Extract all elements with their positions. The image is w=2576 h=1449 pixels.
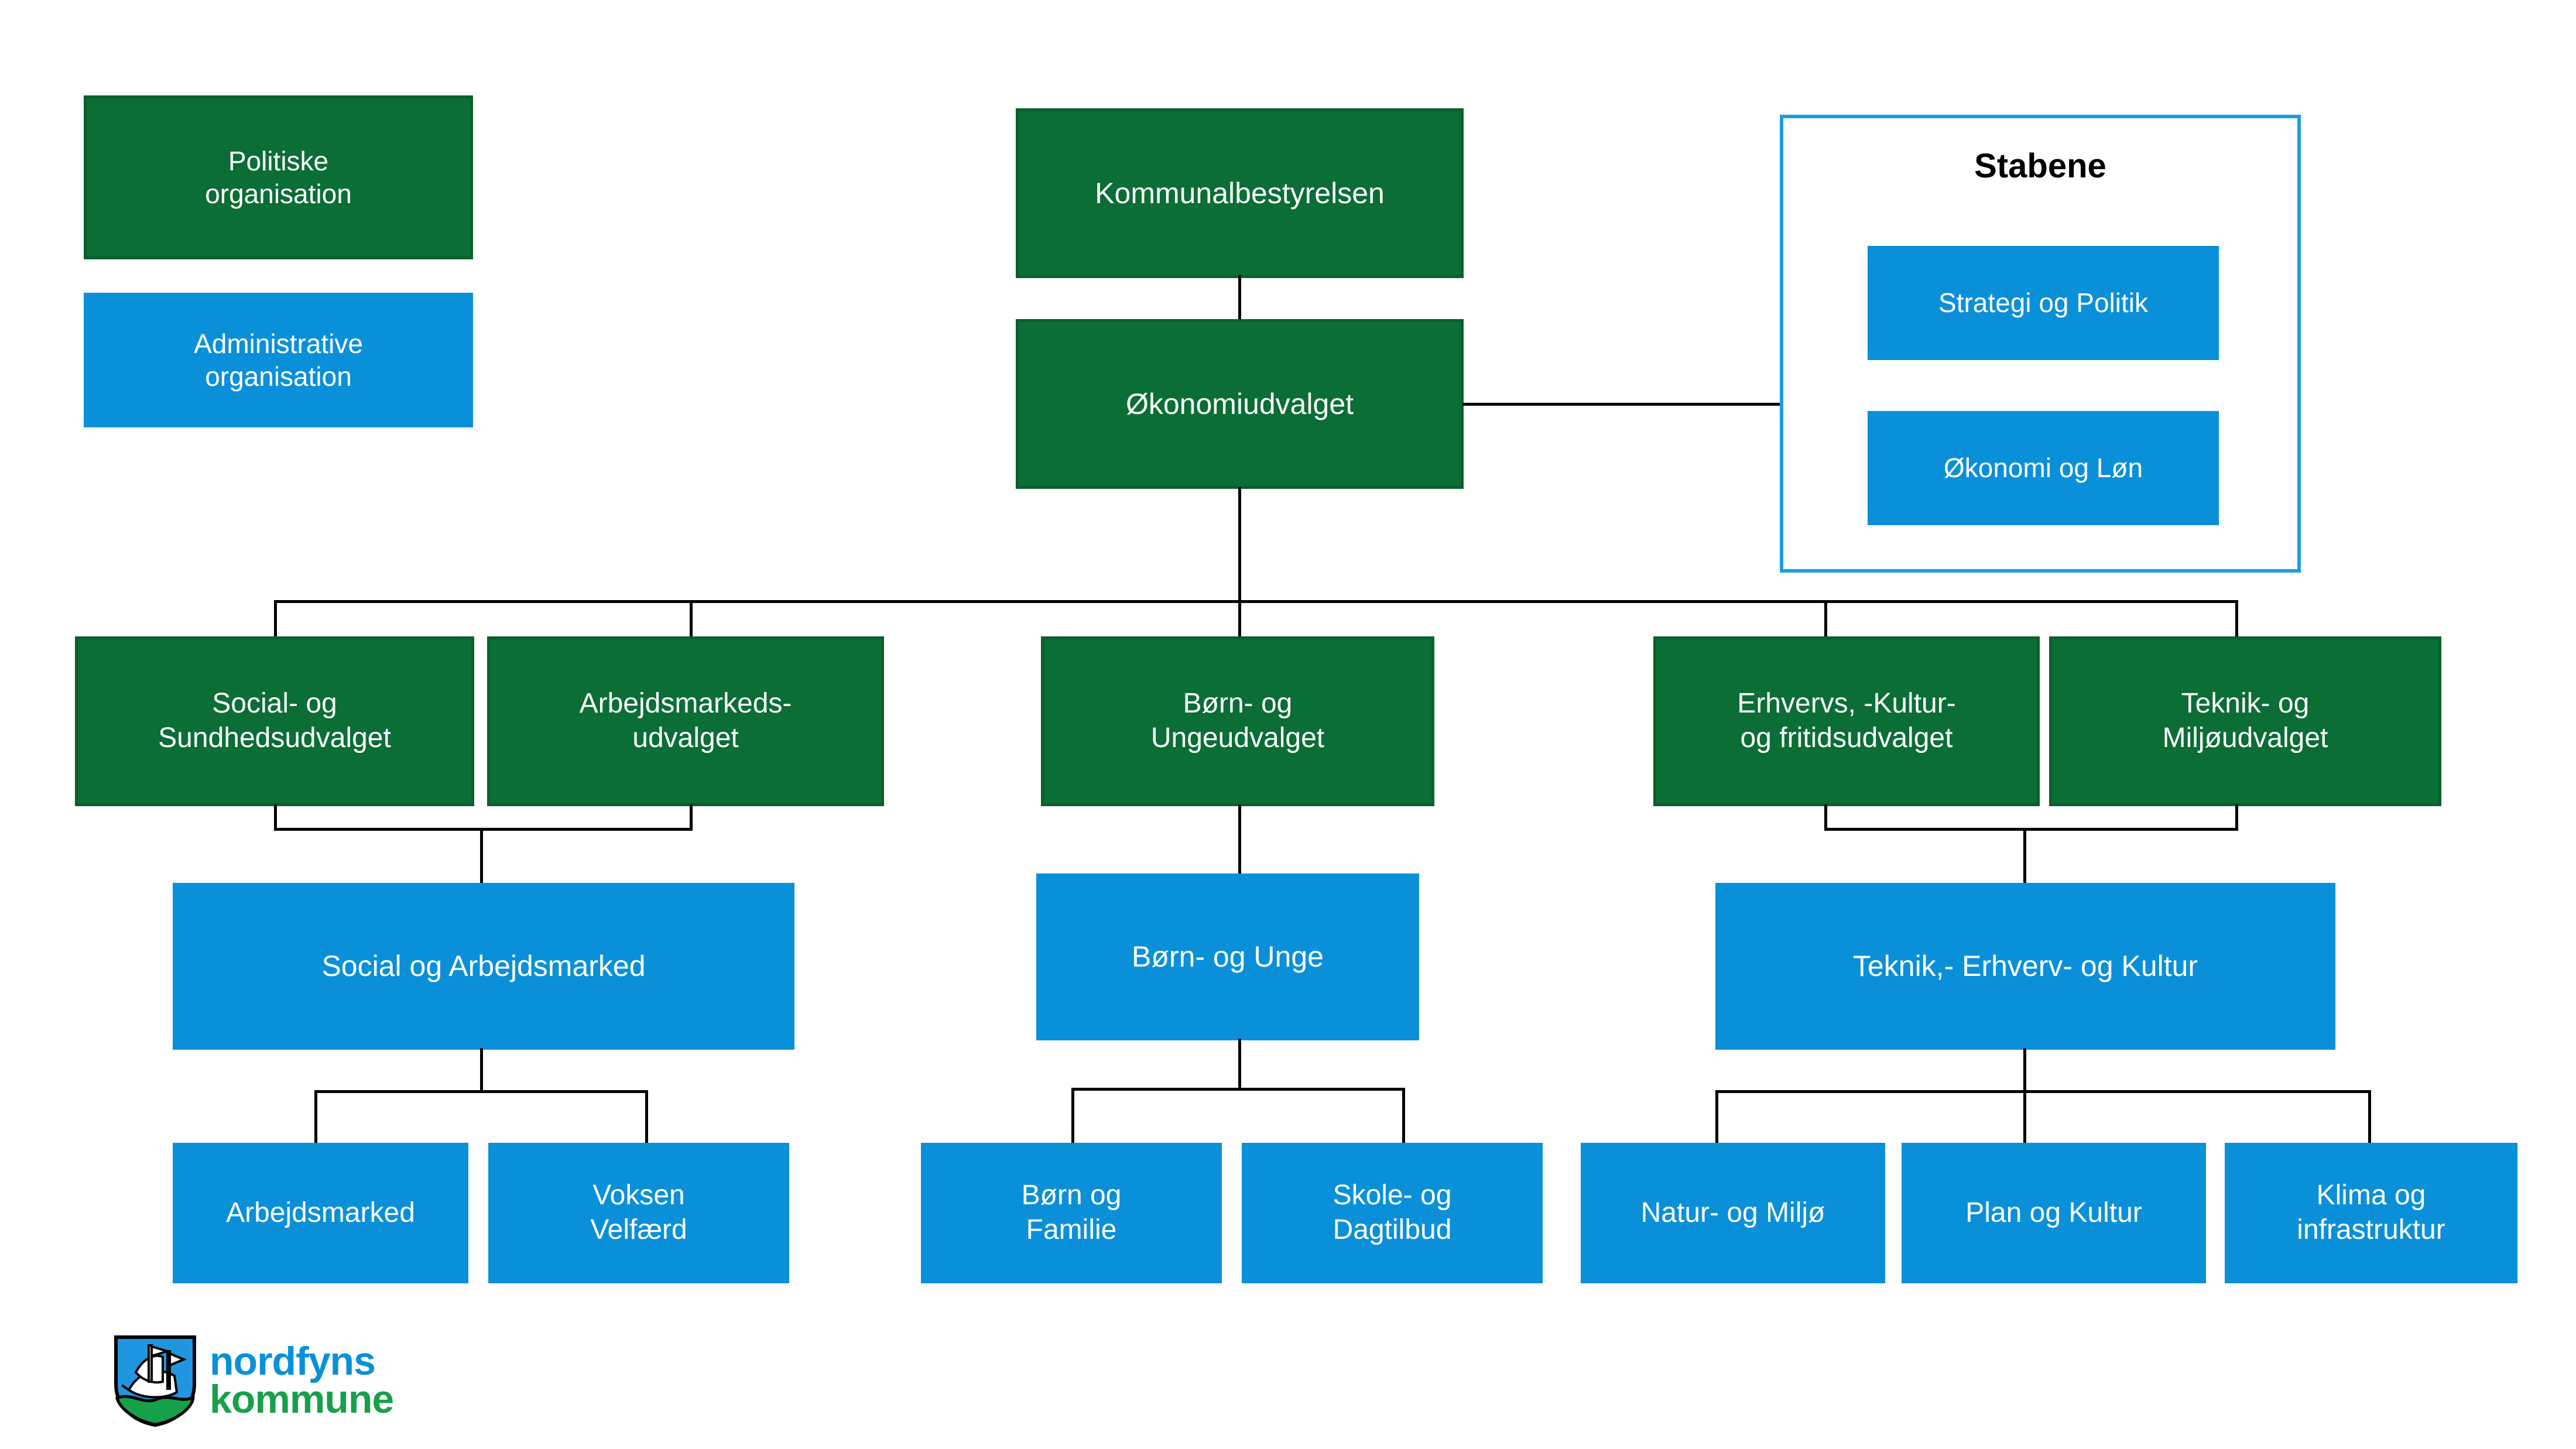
node-born-og-familie[interactable]: Børn og Familie [921,1143,1222,1283]
connector-born-directorate-down [1238,1039,1241,1090]
node-arbejdsmarked[interactable]: Arbejdsmarked [173,1143,468,1283]
node-okonomi-og-lon[interactable]: Økonomi og Løn [1868,411,2219,525]
connector-finance-to-staff [1462,403,1783,406]
merge-bar-social-arbejdsmarked [274,828,693,831]
node-strategi-og-politik[interactable]: Strategi og Politik [1868,246,2219,360]
node-voksen-velfaerd[interactable]: Voksen Velfærd [488,1143,789,1283]
connector-teknik-directorate-down [2023,1048,2026,1093]
node-natur-og-miljo[interactable]: Natur- og Miljø [1581,1143,1885,1283]
connector-arbejdsmarked-down [690,804,693,830]
legend-political-box: Politiske organisation [84,95,473,259]
connector-to-arbejdsmarked-dept [314,1090,317,1146]
connector-to-klima-infrastruktur-dept [2368,1090,2371,1146]
connector-born-to-directorate [1238,804,1241,886]
connector-to-plan-kultur-dept [2023,1090,2026,1146]
connector-to-teknik-directorate [2023,828,2026,886]
connector-teknik-down [2235,804,2238,830]
connector-social-down [274,804,277,830]
logo-text-nordfyns: nordfyns [210,1338,376,1383]
node-skole-og-dagtilbud[interactable]: Skole- og Dagtilbud [1242,1143,1543,1283]
connector-erhverv-down [1824,804,1827,830]
connector-bus-to-born [1238,600,1241,650]
committee-distribution-bus [274,600,2238,603]
node-kommunalbestyrelsen[interactable]: Kommunalbestyrelsen [1016,108,1464,278]
node-social-og-sundhedsudvalget[interactable]: Social- og Sundhedsudvalget [75,636,474,806]
connector-to-natur-miljo-dept [1715,1090,1718,1146]
connector-council-to-finance [1238,275,1241,322]
node-born-og-ungeudvalget[interactable]: Børn- og Ungeudvalget [1041,636,1434,806]
legend-administrative-box: Administrative organisation [84,293,473,427]
split-bar-born-departments [1071,1088,1405,1091]
node-teknik-erhverv-og-kultur[interactable]: Teknik,- Erhverv- og Kultur [1715,883,2335,1050]
staff-panel-title: Stabene [1974,147,2106,185]
node-klima-og-infrastruktur[interactable]: Klima og infrastruktur [2225,1143,2517,1283]
coat-of-arms-icon [114,1335,196,1427]
connector-to-voksen-velfaerd-dept [645,1090,648,1146]
split-bar-social-departments [314,1090,648,1093]
connector-bus-to-erhverv [1824,600,1827,650]
node-erhvervs-kultur-fritidsudvalget[interactable]: Erhvervs, -Kultur- og fritidsudvalget [1653,636,2040,806]
node-social-og-arbejdsmarked[interactable]: Social og Arbejdsmarked [173,883,794,1050]
node-arbejdsmarkedsudvalget[interactable]: Arbejdsmarkeds- udvalget [487,636,884,806]
node-born-og-unge[interactable]: Børn- og Unge [1036,873,1419,1040]
connector-bus-to-social [274,600,277,650]
split-bar-teknik-departments [1715,1090,2371,1093]
node-okonomiudvalget[interactable]: Økonomiudvalget [1016,319,1464,489]
node-plan-og-kultur[interactable]: Plan og Kultur [1902,1143,2206,1283]
node-teknik-og-miljoudvalget[interactable]: Teknik- og Miljøudvalget [2049,636,2441,806]
connector-bus-to-teknik [2235,600,2238,650]
connector-bus-to-arbejdsmarked [690,600,693,650]
connector-to-social-arbejdsmarked-directorate [480,828,483,886]
logo-text-kommune: kommune [210,1377,394,1421]
connector-to-skole-dagtilbud-dept [1402,1088,1405,1146]
connector-to-born-familie-dept [1071,1088,1074,1146]
staff-panel: Stabene Strategi og Politik Økonomi og L… [1780,115,2301,573]
merge-bar-erhverv-teknik [1824,828,2238,831]
connector-social-directorate-down [480,1048,483,1093]
connector-finance-to-bus [1238,487,1241,602]
nordfyns-kommune-logo: nordfyns kommune [111,1334,394,1427]
